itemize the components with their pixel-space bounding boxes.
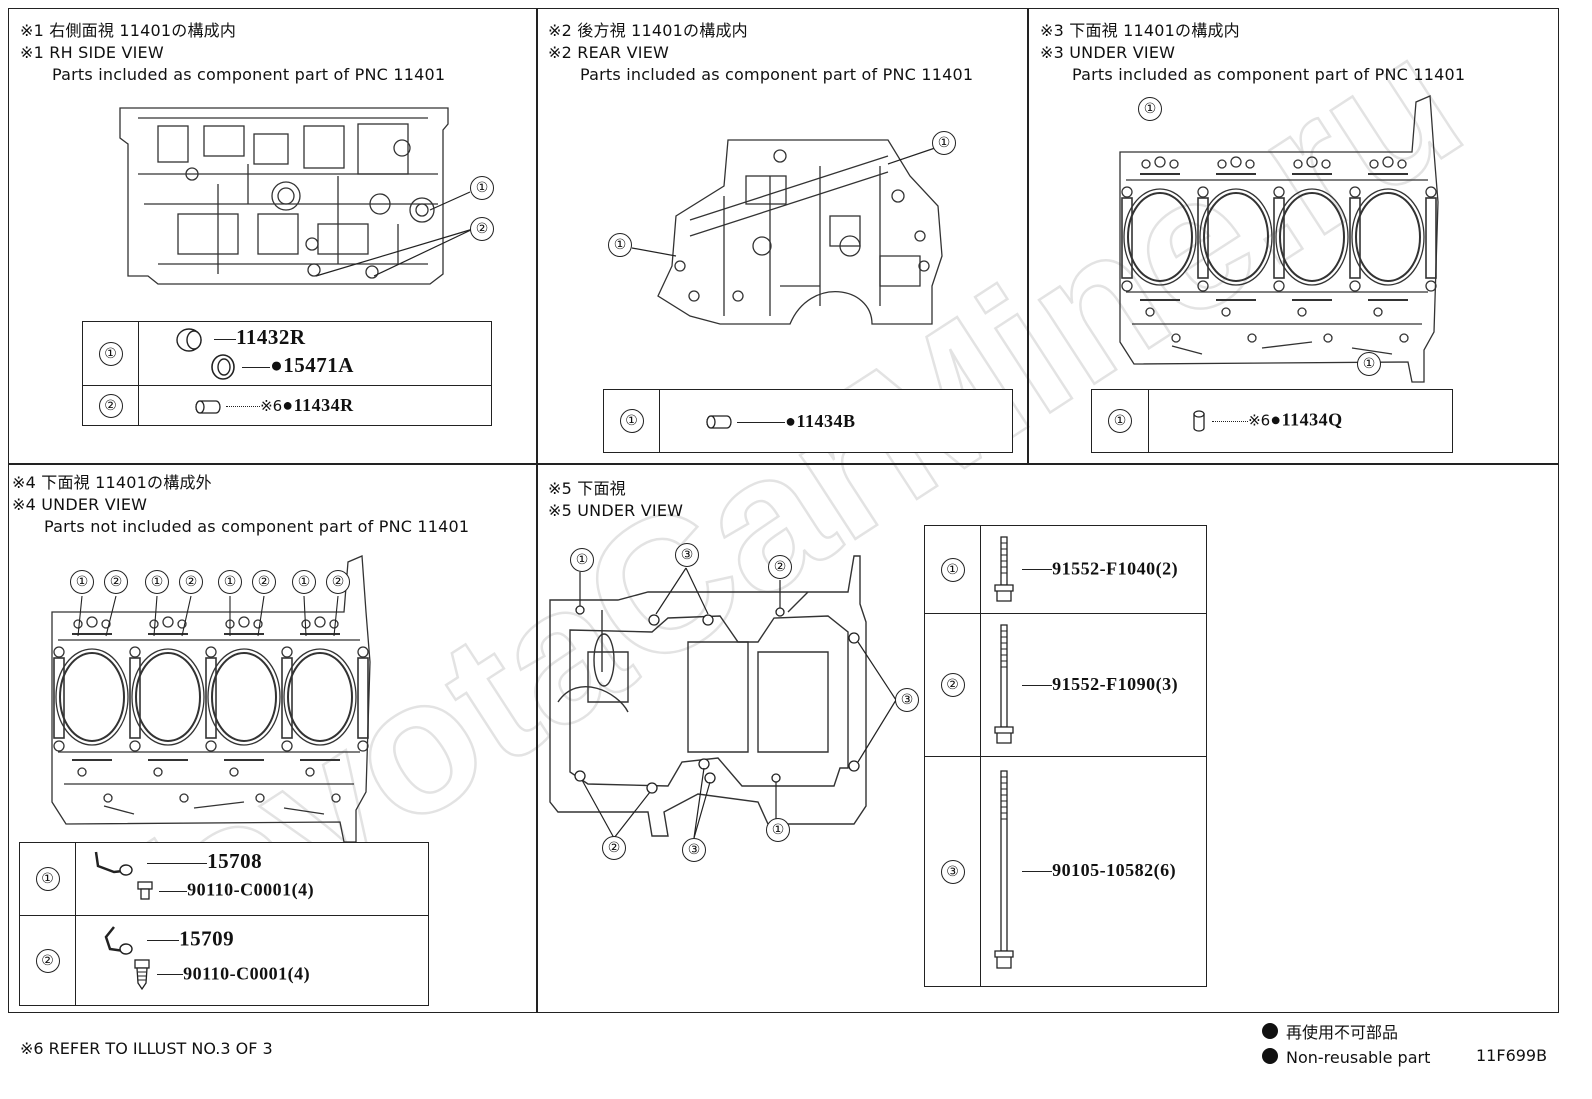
diagram-frame	[8, 8, 1559, 1013]
callout-1: ①	[766, 818, 790, 842]
part-number[interactable]: ●11434B	[785, 410, 856, 431]
callout-1: ①	[932, 131, 956, 155]
plug-icon	[176, 328, 202, 352]
key-1: ①	[35, 867, 60, 891]
part-number[interactable]: 91552-F1040(2)	[1052, 558, 1179, 578]
parts-table-p3: ① ※6●11434Q	[1091, 389, 1453, 453]
subtitle: Parts not included as component part of …	[44, 517, 470, 536]
callout-1: ①	[70, 570, 94, 594]
callout-2: ②	[252, 570, 276, 594]
title-jp: ※5 下面視	[548, 479, 626, 498]
seal-ring-icon	[211, 354, 235, 380]
non-reusable-dot-icon	[1262, 1048, 1278, 1064]
key-2: ②	[98, 393, 123, 418]
divider	[1027, 8, 1029, 464]
callout-2: ②	[768, 555, 792, 579]
reference-mark: ※6	[260, 397, 283, 415]
engine-block-rh-side-drawing	[119, 107, 474, 285]
part-number[interactable]: 11432R	[236, 324, 306, 349]
panel-title: ※5 下面視 ※5 UNDER VIEW	[548, 478, 683, 522]
illustration-code: 11F699B	[1476, 1046, 1548, 1065]
panel-title: ※4 下面視 11401の構成外 ※4 UNDER VIEW Parts not…	[12, 472, 469, 538]
parts-table-p2: ① ●11434B	[603, 389, 1013, 453]
dowel-pin-icon	[706, 415, 732, 429]
non-reusable-dot-icon	[1262, 1023, 1278, 1039]
title-en: ※5 UNDER VIEW	[548, 501, 684, 520]
title-jp: ※2 後方視 11401の構成内	[548, 21, 748, 40]
part-number[interactable]: ●11434R	[282, 395, 354, 415]
key-2: ②	[35, 948, 60, 973]
callout-3: ③	[895, 688, 919, 712]
footnote: ※6 REFER TO ILLUST NO.3 OF 3	[20, 1039, 273, 1058]
part-number[interactable]: 90105-10582(6)	[1052, 860, 1177, 880]
callout-leaders	[77, 595, 339, 637]
part-number[interactable]: ●11434Q	[1270, 409, 1343, 430]
part-number[interactable]: 15709	[179, 926, 235, 950]
callout-2: ②	[326, 570, 350, 594]
engine-block-rear-drawing	[631, 139, 943, 325]
panel-title: ※1 右側面視 11401の構成内 ※1 RH SIDE VIEW Parts …	[20, 20, 445, 86]
lower-crankcase-drawing	[549, 555, 897, 839]
callout-2: ②	[470, 217, 494, 241]
title-jp: ※4 下面視 11401の構成外	[12, 473, 212, 492]
callout-1: ①	[145, 570, 169, 594]
key-2: ②	[940, 673, 965, 697]
subtitle: Parts included as component part of PNC …	[580, 65, 974, 84]
legend-jp: 再使用不可部品	[1286, 1023, 1399, 1042]
part-number[interactable]: 15708	[207, 849, 263, 873]
panel-title: ※2 後方視 11401の構成内 ※2 REAR VIEW Parts incl…	[548, 20, 973, 86]
callout-1: ①	[608, 233, 632, 257]
callout-2: ②	[104, 570, 128, 594]
parts-table-p1: ① 11432R ●15471A ② ※6●11434R	[82, 321, 492, 426]
title-en: ※3 UNDER VIEW	[1040, 43, 1176, 62]
callout-2: ②	[602, 836, 626, 860]
callout-1: ①	[1357, 352, 1381, 376]
divider	[8, 463, 1559, 465]
dowel-pin-icon	[195, 399, 221, 414]
bolt-icon	[137, 881, 153, 900]
parts-table-p4: ① 15708 90110-C0001(4) ② 15709	[19, 842, 429, 1006]
title-en: ※4 UNDER VIEW	[12, 495, 148, 514]
engine-block-underside-drawing	[1119, 95, 1439, 383]
reference-mark: ※6	[1248, 411, 1271, 430]
part-number[interactable]: 90110-C0001(4)	[183, 963, 311, 983]
dowel-pin-icon	[1193, 410, 1205, 432]
legend-en: Non-reusable part	[1286, 1048, 1431, 1067]
panel-title: ※3 下面視 11401の構成内 ※3 UNDER VIEW Parts inc…	[1040, 20, 1465, 86]
flange-bolt-long-icon	[994, 770, 1014, 969]
callout-1: ①	[218, 570, 242, 594]
parts-table-p5: ① 91552-F1040(2) ② 91552-F1090(3) ③ 9010…	[924, 525, 1207, 987]
oil-jet-icon	[104, 925, 133, 955]
legend: 再使用不可部品 Non-reusable part	[1262, 1020, 1430, 1070]
title-jp: ※3 下面視 11401の構成内	[1040, 21, 1240, 40]
part-number[interactable]: 91552-F1090(3)	[1052, 673, 1179, 694]
key-3: ③	[940, 859, 965, 884]
callout-3: ③	[675, 543, 699, 567]
oil-jet-icon	[94, 851, 133, 876]
flange-bolt-medium-icon	[994, 623, 1014, 744]
callout-2: ②	[179, 570, 203, 594]
callout-1: ①	[1138, 97, 1162, 121]
subtitle: Parts included as component part of PNC …	[1072, 65, 1466, 84]
callout-1: ①	[570, 548, 594, 572]
callout-1: ①	[292, 570, 316, 594]
check-valve-icon	[134, 958, 150, 990]
title-en: ※2 REAR VIEW	[548, 43, 670, 62]
part-number[interactable]: ●15471A	[270, 352, 354, 377]
title-jp: ※1 右側面視 11401の構成内	[20, 21, 237, 40]
subtitle: Parts included as component part of PNC …	[52, 65, 446, 84]
key-1: ①	[940, 557, 965, 582]
divider	[536, 8, 538, 1013]
key-1: ①	[619, 409, 644, 433]
callout-3: ③	[682, 838, 706, 862]
title-en: ※1 RH SIDE VIEW	[20, 43, 164, 62]
part-number[interactable]: 90110-C0001(4)	[187, 879, 315, 900]
flange-bolt-short-icon	[994, 535, 1014, 602]
key-1: ①	[1108, 409, 1132, 433]
key-1: ①	[98, 341, 123, 366]
callout-1: ①	[470, 176, 494, 200]
